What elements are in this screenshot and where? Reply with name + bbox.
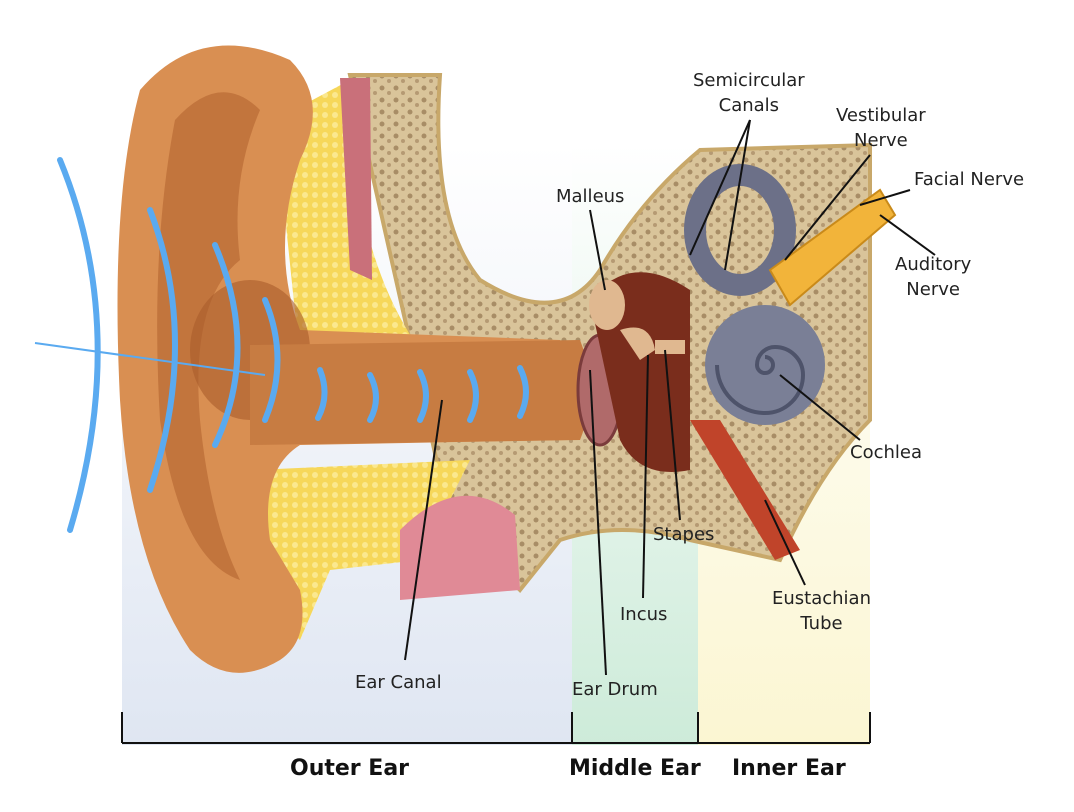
label-auditory-nerve: Auditory Nerve: [895, 254, 972, 300]
sound-waves: [57, 157, 529, 533]
incus-bone: [620, 327, 655, 360]
pinna-inner: [157, 92, 260, 580]
leader-lines: [404, 119, 936, 676]
label-ear-drum: Ear Drum: [572, 679, 658, 700]
label-facial-nerve: Facial Nerve: [914, 169, 1025, 190]
label-malleus: Malleus: [556, 186, 625, 207]
label-vestibular-nerve: Vestibular Nerve: [836, 105, 926, 151]
section-middle-ear: Middle Ear: [569, 756, 701, 781]
nerve-bundle: [768, 188, 897, 307]
label-incus: Incus: [620, 604, 668, 625]
cochlea-spiral: [715, 344, 806, 416]
label-cochlea: Cochlea: [850, 442, 922, 463]
sound-arrow: [34, 342, 266, 376]
muscle: [340, 78, 372, 280]
stapes-bone: [655, 340, 685, 354]
label-eustachian-tube: Eustachian Tube: [772, 588, 871, 634]
label-semicircular-canals: Semicircular Canals: [693, 70, 805, 116]
malleus-bone: [589, 280, 625, 330]
section-outer-ear: Outer Ear: [290, 756, 410, 781]
ear-canal: [250, 340, 590, 445]
soft-tissue-lower: [255, 460, 470, 640]
label-stapes: Stapes: [653, 524, 715, 545]
section-bracket: [121, 712, 871, 744]
gland: [400, 495, 520, 600]
cochlea-shape: [705, 305, 825, 425]
label-ear-canal: Ear Canal: [355, 672, 442, 693]
eustachian-tube-shape: [690, 420, 800, 560]
section-inner-ear: Inner Ear: [732, 756, 846, 781]
